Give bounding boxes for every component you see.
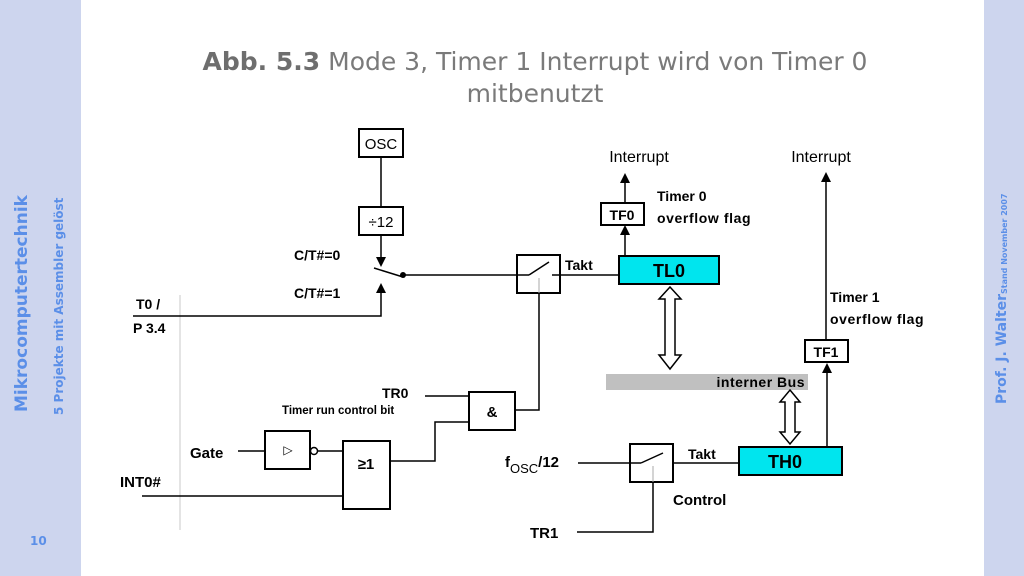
and-gate: & xyxy=(468,391,516,431)
svg-text:OSC: OSC xyxy=(365,136,398,153)
timer1-control-switch xyxy=(629,443,674,483)
interrupt-label-left: Interrupt xyxy=(609,149,669,166)
timer1-flag-line2: overflow flag xyxy=(830,311,924,327)
th0-register: TH0 xyxy=(738,446,843,476)
ct1-label: C/T#=1 xyxy=(294,285,341,301)
timer0-gate-switch xyxy=(516,254,561,294)
int0-label: INT0# xyxy=(120,474,162,491)
svg-text:&: & xyxy=(487,404,498,421)
bus-th0-arrow xyxy=(778,388,802,446)
fosc-label: fOSC/12 xyxy=(505,454,559,476)
page-number: 10 xyxy=(30,534,47,548)
ct0-label: C/T#=0 xyxy=(294,247,341,263)
ct-switch-lever xyxy=(373,267,404,278)
takt-label-top: Takt xyxy=(565,257,593,273)
osc-block: OSC xyxy=(358,128,404,158)
interrupt-label-right: Interrupt xyxy=(791,149,851,166)
tr1-label: TR1 xyxy=(530,525,558,542)
timer1-flag-line1: Timer 1 xyxy=(830,289,880,305)
or-gate: ≥1 xyxy=(342,440,391,510)
tr0-desc: Timer run control bit xyxy=(282,405,394,417)
title-text-1: Mode 3, Timer 1 Interrupt wird von Timer… xyxy=(320,47,868,76)
wire-or-and xyxy=(390,421,469,462)
wire-and-switch xyxy=(515,293,540,411)
not-gate: ▷ xyxy=(264,430,319,470)
tf0-flag: TF0 xyxy=(600,202,645,226)
right-sidebar xyxy=(984,0,1024,576)
timer0-flag-line1: Timer 0 xyxy=(657,188,707,204)
svg-text:TH0: TH0 xyxy=(768,452,802,472)
wire-t0-input xyxy=(133,283,386,317)
divider-block: ÷12 xyxy=(358,206,404,236)
tl0-bus-arrow xyxy=(657,285,683,371)
tr0-label: TR0 xyxy=(382,385,409,401)
svg-text:TL0: TL0 xyxy=(653,261,685,281)
title-text-2: mitbenutzt xyxy=(466,79,604,108)
timer0-flag-line2: overflow flag xyxy=(657,210,751,226)
control-label: Control xyxy=(673,492,726,509)
svg-text:▷: ▷ xyxy=(283,443,293,457)
slide-title: Abb. 5.3 Mode 3, Timer 1 Interrupt wird … xyxy=(120,46,950,110)
left-sidebar: Mikrocomputertechnik 5 Projekte mit Asse… xyxy=(0,0,81,576)
gate-label: Gate xyxy=(190,445,223,462)
internal-bus xyxy=(606,374,808,390)
takt-label-bottom: Takt xyxy=(688,446,716,462)
p34-label: P 3.4 xyxy=(133,320,166,336)
tf1-flag: TF1 xyxy=(804,339,849,363)
tl0-register: TL0 xyxy=(618,255,720,285)
svg-text:TF0: TF0 xyxy=(610,207,635,223)
t0-label: T0 / xyxy=(136,296,160,312)
svg-text:≥1: ≥1 xyxy=(358,456,375,473)
figure-label: Abb. 5.3 xyxy=(202,47,321,76)
svg-text:÷12: ÷12 xyxy=(369,214,394,231)
svg-text:TF1: TF1 xyxy=(814,344,839,360)
bus-label: interner Bus xyxy=(717,374,805,390)
wire-tr1-switch xyxy=(577,482,654,533)
